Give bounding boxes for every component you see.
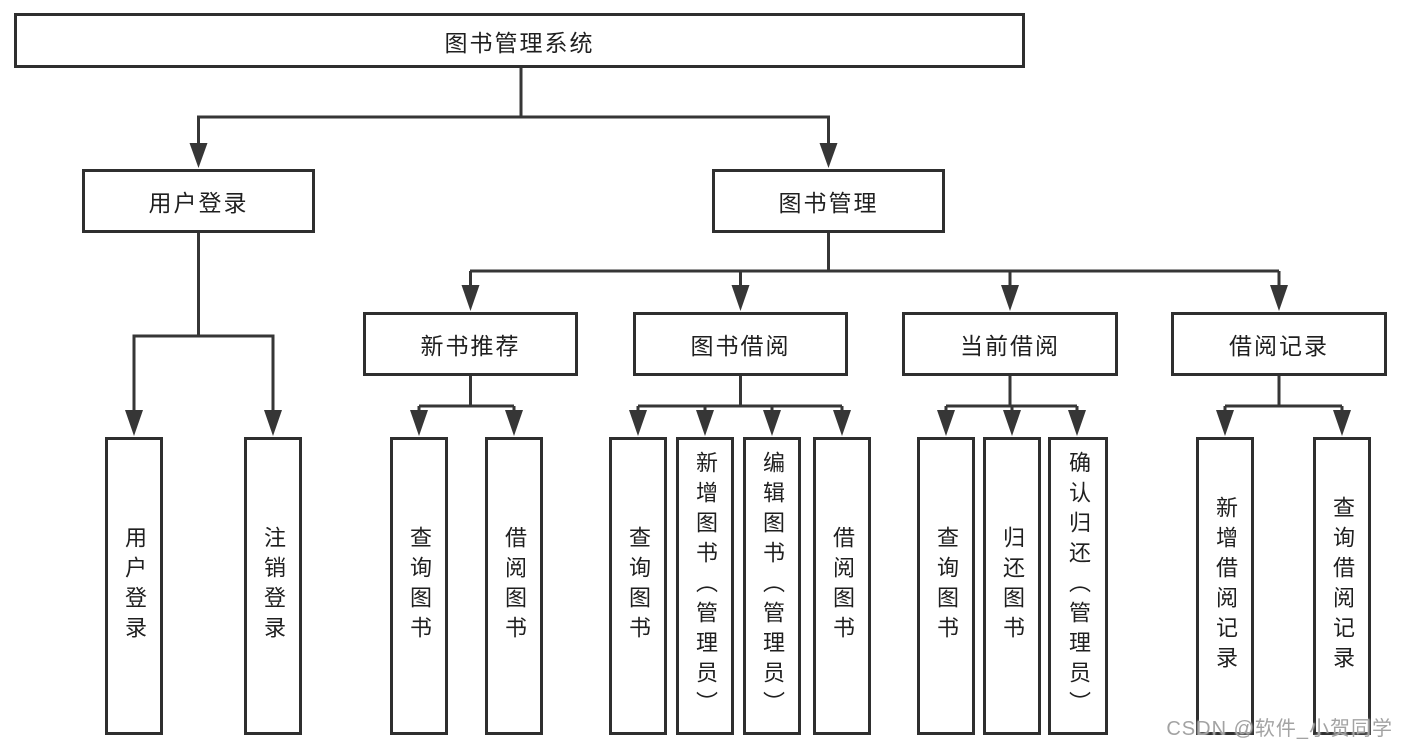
node-label: 借阅记录 bbox=[1229, 333, 1329, 359]
leaf-query-borrow-record: 查询借阅记录 bbox=[1313, 437, 1371, 735]
connector-root-to-level2 bbox=[189, 66, 838, 168]
leaf-borrow-books-recommend: 借阅图书 bbox=[485, 437, 543, 735]
node-library-management-system: 图书管理系统 bbox=[14, 13, 1025, 68]
connector-book-borrow-children bbox=[629, 376, 851, 436]
leaf-user-login: 用户登录 bbox=[105, 437, 163, 735]
node-book-borrowing: 图书借阅 bbox=[633, 312, 848, 376]
node-label: 新增借阅记录 bbox=[1213, 496, 1238, 676]
node-label: 确认归还（管理员） bbox=[1066, 451, 1091, 721]
node-label: 查询图书 bbox=[626, 526, 651, 646]
node-borrowing-records: 借阅记录 bbox=[1171, 312, 1387, 376]
node-label: 注销登录 bbox=[261, 526, 286, 646]
node-label: 新增图书（管理员） bbox=[693, 451, 718, 721]
leaf-logout: 注销登录 bbox=[244, 437, 302, 735]
watermark: CSDN @软件_小贺同学 bbox=[1166, 718, 1393, 740]
connector-current-borrow-children bbox=[937, 376, 1086, 436]
node-label: 归还图书 bbox=[1000, 526, 1025, 646]
node-user-login: 用户登录 bbox=[82, 169, 315, 233]
node-label: 借阅图书 bbox=[830, 526, 855, 646]
node-current-borrowing: 当前借阅 bbox=[902, 312, 1118, 376]
leaf-return-book: 归还图书 bbox=[983, 437, 1041, 735]
leaf-edit-book-admin: 编辑图书（管理员） bbox=[743, 437, 801, 735]
leaf-query-books-borrow: 查询图书 bbox=[609, 437, 667, 735]
node-label: 查询图书 bbox=[407, 526, 432, 646]
leaf-add-book-admin: 新增图书（管理员） bbox=[676, 437, 734, 735]
node-label: 新书推荐 bbox=[420, 333, 521, 359]
node-book-management: 图书管理 bbox=[712, 169, 945, 233]
connector-user-login-children bbox=[125, 233, 282, 436]
connector-new-book-children bbox=[410, 376, 523, 436]
node-new-book-recommendation: 新书推荐 bbox=[363, 312, 578, 376]
node-label: 图书管理 bbox=[778, 190, 879, 216]
node-label: 借阅图书 bbox=[502, 526, 527, 646]
node-label: 用户登录 bbox=[148, 190, 249, 216]
node-label: 查询图书 bbox=[934, 526, 959, 646]
connector-book-management-children bbox=[461, 233, 1288, 311]
leaf-add-borrow-record: 新增借阅记录 bbox=[1196, 437, 1254, 735]
node-label: 图书借阅 bbox=[690, 333, 791, 359]
leaf-confirm-return-admin: 确认归还（管理员） bbox=[1048, 437, 1108, 735]
node-label: 用户登录 bbox=[122, 526, 147, 646]
leaf-borrow-books: 借阅图书 bbox=[813, 437, 871, 735]
node-label: 编辑图书（管理员） bbox=[760, 451, 785, 721]
leaf-query-books-recommend: 查询图书 bbox=[390, 437, 448, 735]
node-label: 图书管理系统 bbox=[444, 29, 595, 56]
node-label: 当前借阅 bbox=[960, 333, 1060, 359]
node-label: 查询借阅记录 bbox=[1330, 496, 1355, 676]
leaf-query-books-current: 查询图书 bbox=[917, 437, 975, 735]
connector-borrow-record-children bbox=[1216, 376, 1351, 436]
